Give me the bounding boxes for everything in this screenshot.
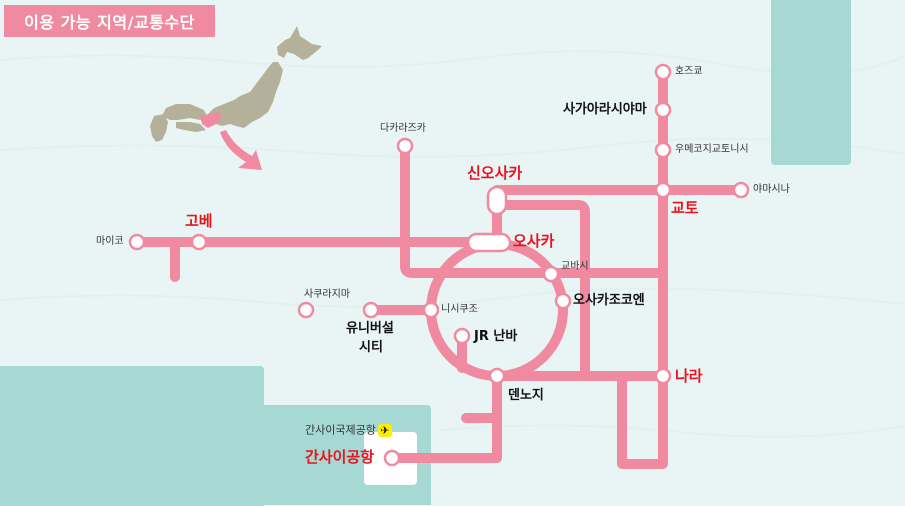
label-osakajokoen: 오사카조코엔	[573, 293, 645, 308]
line-takarazuka	[400, 141, 665, 278]
label-umekoji: 우메코지교토니시	[675, 144, 749, 155]
label-sakurajima: 사쿠라지마	[304, 289, 350, 300]
station-universal-city	[362, 301, 380, 319]
rail-network-map	[128, 26, 750, 469]
page-title: 이용 가능 지역/교통수단	[4, 5, 215, 37]
label-kyobashi: 교바시	[561, 261, 589, 272]
line-osaka-higashi	[492, 200, 590, 381]
station-osakajokoen	[554, 292, 572, 310]
station-nara	[654, 367, 672, 385]
label-kansai-intl: 간사이국제공항✈	[305, 424, 392, 437]
station-osaka	[466, 232, 512, 253]
sea-area-right	[771, 0, 851, 165]
station-sakurajima	[297, 301, 315, 319]
line-nara-loop	[617, 371, 668, 469]
station-takarazuka	[396, 137, 414, 155]
label-kansai-intl-text: 간사이국제공항	[305, 423, 376, 437]
label-nara: 나라	[675, 367, 703, 385]
station-kansai-airport	[383, 449, 401, 467]
label-hozukyo: 호즈쿄	[675, 66, 703, 77]
japan-overview-map	[150, 26, 322, 142]
label-shin-osaka: 신오사카	[467, 164, 523, 182]
station-hozukyo	[654, 63, 672, 81]
station-yamashina	[732, 181, 750, 199]
sea-area-bottom-mid	[0, 405, 431, 505]
label-yamashina: 야마시나	[753, 184, 790, 195]
curved-arrow-icon	[220, 130, 262, 170]
station-umekoji	[654, 141, 672, 159]
label-takarazuka: 다카라즈카	[380, 123, 426, 134]
label-kyoto: 교토	[671, 199, 699, 217]
label-kobe: 고베	[185, 212, 213, 230]
station-kyobashi	[542, 265, 560, 283]
label-maiko: 마이코	[96, 236, 124, 247]
label-jr-namba: JR 난바	[474, 329, 518, 344]
label-tennoji: 덴노지	[508, 388, 544, 403]
station-kobe	[190, 233, 208, 251]
station-sagaarashiyama	[654, 101, 672, 119]
label-kansai-airport: 간사이공항	[305, 448, 375, 466]
airplane-icon: ✈	[377, 424, 392, 437]
label-osaka: 오사카	[513, 232, 555, 250]
line-kansai-airport	[387, 371, 502, 463]
label-universal-city-1: 유니버설	[346, 321, 394, 336]
osaka-region-highlight	[200, 112, 222, 128]
station-kyoto	[654, 181, 672, 199]
station-maiko	[128, 233, 146, 251]
station-tennoji	[488, 367, 506, 385]
label-nishikujo: 니시쿠조	[441, 304, 478, 315]
station-nishikujo	[422, 301, 440, 319]
label-sagaarashiyama: 사가아라시야마	[563, 102, 647, 117]
label-universal-city-2: 시티	[359, 340, 383, 355]
station-jr-namba	[453, 327, 471, 345]
station-shin-osaka	[486, 185, 508, 216]
